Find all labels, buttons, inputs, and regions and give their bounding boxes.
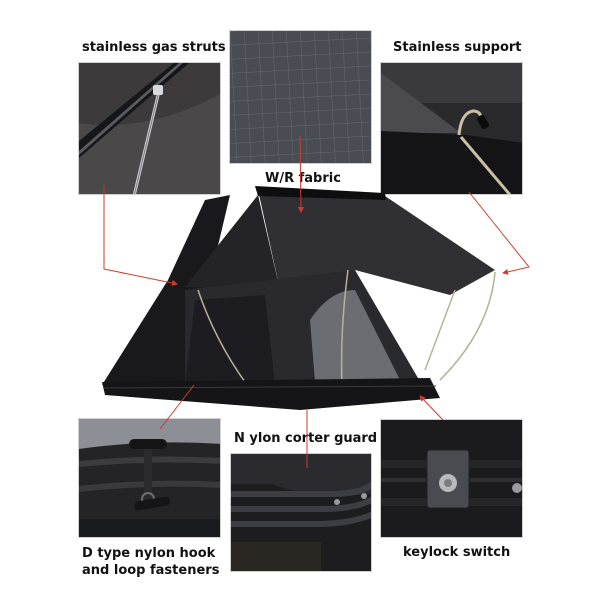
label-corner-guard: N ylon corter guard bbox=[234, 431, 378, 446]
detail-photo-wr-fabric bbox=[229, 30, 372, 164]
label-d-type-fasteners: D type nylon hook and loop fasteners bbox=[82, 546, 220, 578]
label-stainless-support: Stainless support bbox=[393, 40, 522, 55]
detail-photo-d-type-fasteners bbox=[78, 418, 221, 538]
detail-photo-corner-guard bbox=[230, 453, 372, 572]
detail-photo-stainless-support bbox=[380, 62, 523, 195]
detail-photo-gas-struts bbox=[78, 62, 221, 195]
detail-photo-keylock-switch bbox=[380, 419, 523, 538]
label-gas-struts: stainless gas struts bbox=[82, 40, 226, 55]
label-wr-fabric: W/R fabric bbox=[265, 171, 341, 186]
label-keylock-switch: keylock switch bbox=[403, 545, 511, 560]
